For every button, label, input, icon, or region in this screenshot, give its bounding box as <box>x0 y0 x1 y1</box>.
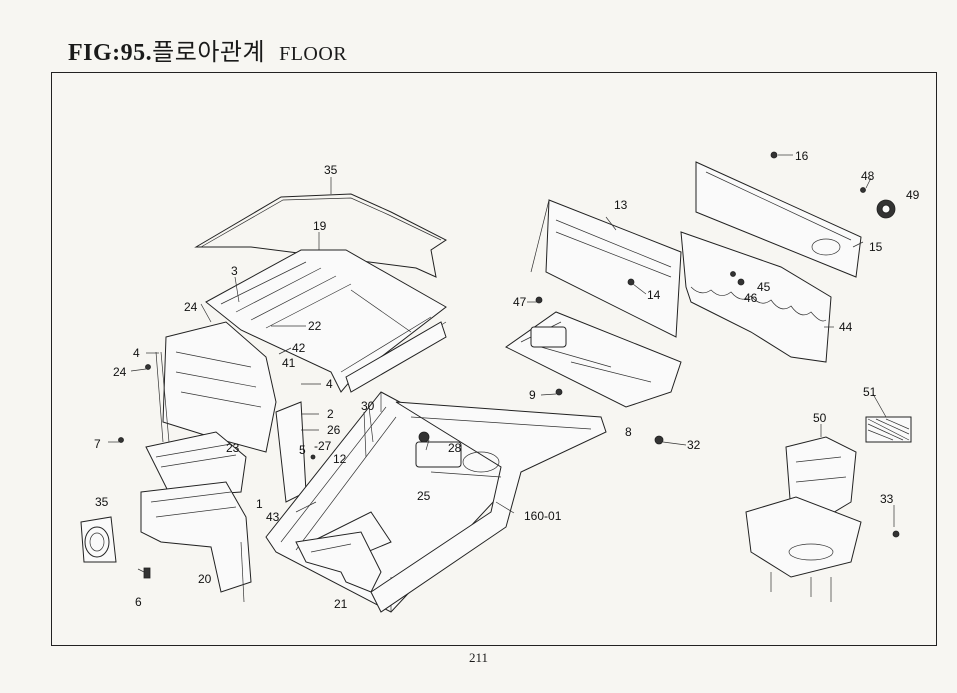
callout-19: 19 <box>313 219 327 233</box>
back-panel-drawing <box>680 161 862 363</box>
callout-43: 43 <box>266 510 280 524</box>
callout-35-lower: 35 <box>95 495 109 509</box>
main-floor-frame-drawing <box>265 391 607 613</box>
screen-panel-drawing <box>865 416 912 443</box>
seat-drawing <box>745 436 862 602</box>
callout-2: 2 <box>327 407 334 421</box>
rear-panel-drawing <box>530 199 682 338</box>
callout-48: 48 <box>861 169 875 183</box>
callout-20: 20 <box>198 572 212 586</box>
callout-23: 23 <box>226 441 240 455</box>
callout-35-top: 35 <box>324 163 338 177</box>
callout-28: 28 <box>448 441 462 455</box>
callout-33: 33 <box>880 492 894 506</box>
callout-5: 5 <box>299 443 306 457</box>
callout-9: 9 <box>529 388 536 402</box>
figure-title-korean: 플로아관계 <box>152 40 266 66</box>
callout-32: 32 <box>687 438 701 452</box>
callout-1: 1 <box>256 497 263 511</box>
callout-3: 3 <box>231 264 238 278</box>
callout-22: 22 <box>308 319 322 333</box>
callout-49: 49 <box>906 188 920 202</box>
callout-41: 41 <box>282 356 296 370</box>
page-number: 211 <box>468 650 489 665</box>
leader-lines <box>108 154 895 573</box>
callout-24-lower: 24 <box>113 365 127 379</box>
callout-44: 44 <box>839 320 853 334</box>
callout-4-left: 4 <box>133 346 140 360</box>
callout-14: 14 <box>647 288 661 302</box>
floor-panel-drawing <box>205 249 447 393</box>
callout-8: 8 <box>625 425 632 439</box>
callout-25: 25 <box>417 489 431 503</box>
rear-floor-drawing <box>505 311 682 408</box>
left-cab-frame-drawing <box>155 321 307 503</box>
hardware-drawing <box>118 151 900 579</box>
floor-side-panel-drawing <box>295 531 382 593</box>
callout-7: 7 <box>94 437 101 451</box>
callout-30: 30 <box>361 399 375 413</box>
callout-12: 12 <box>333 452 347 466</box>
callout-15: 15 <box>869 240 883 254</box>
callout-4-right: 4 <box>326 377 333 391</box>
callout-160-01: 160-01 <box>524 509 562 523</box>
figure-title: FIG:95.플로아관계 FLOOR <box>68 32 347 67</box>
callout-26: 26 <box>327 423 341 437</box>
boot-drawing <box>80 516 117 563</box>
callout-51: 51 <box>863 385 877 399</box>
callout-6: 6 <box>135 595 142 609</box>
callout-24-upper: 24 <box>184 300 198 314</box>
exploded-parts-diagram: 35 19 3 24 22 4 24 42 41 4 2 26 7 23 -27… <box>80 149 920 613</box>
callout-46: 46 <box>744 291 758 305</box>
figure-number: FIG:95. <box>68 40 153 66</box>
callout-21: 21 <box>334 597 348 611</box>
dash-lower-panel-drawing <box>140 481 252 603</box>
callout-27: -27 <box>314 439 332 453</box>
diagram-frame <box>51 72 937 646</box>
part-callouts: 35 19 3 24 22 4 24 42 41 4 2 26 7 23 -27… <box>94 149 920 611</box>
callout-13: 13 <box>614 198 628 212</box>
callout-50: 50 <box>813 411 827 425</box>
figure-title-english: FLOOR <box>279 43 348 65</box>
callout-45: 45 <box>757 280 771 294</box>
callout-47: 47 <box>513 295 527 309</box>
callout-16: 16 <box>795 149 809 163</box>
callout-42: 42 <box>292 341 306 355</box>
